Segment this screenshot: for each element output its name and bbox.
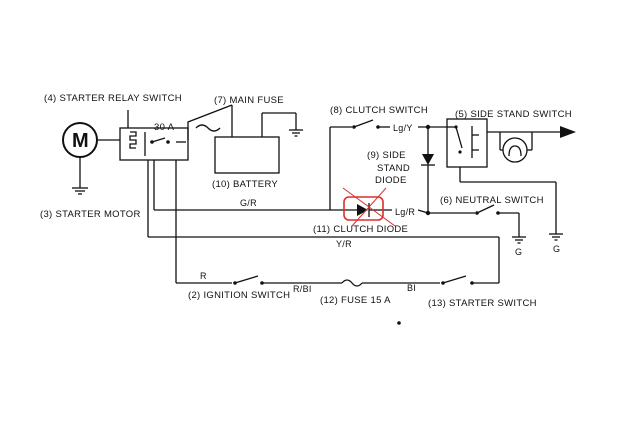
motor-symbol: M [72,130,89,152]
label-side-stand-switch: (5) SIDE STAND SWITCH [455,109,572,120]
label-clutch-diode: (11) CLUTCH DIODE [313,224,408,235]
ground-icon [512,236,526,244]
label-neutral-switch: (6) NEUTRAL SWITCH [440,195,544,206]
label-fuse-15a: (12) FUSE 15 A [320,295,391,306]
wire-label-bi: BI [407,283,416,293]
clutch-switch [329,119,447,210]
label-ignition-switch: (2) IGNITION SWITCH [188,290,290,301]
starter-switch [441,237,500,285]
wire-label-lgr: Lg/R [395,207,415,217]
label-starter-relay: (4) STARTER RELAY SWITCH [44,93,182,104]
clutch-diode-highlight [342,187,396,227]
label-starter-motor: (3) STARTER MOTOR [40,209,141,220]
ground-label-g1: G [515,247,522,257]
ground-icon [72,187,88,195]
starter-relay-switch [119,110,189,161]
wire-label-r: R [200,271,207,281]
wire-label-gr: G/R [240,198,257,208]
ground-label-g2: G [553,244,560,254]
stray-mark [397,321,401,325]
battery [214,112,303,174]
label-side-stand-diode-2: STAND [377,163,410,174]
ground-icon [549,233,563,241]
ignition-switch [233,275,342,285]
label-clutch-switch: (8) CLUTCH SWITCH [330,105,428,116]
indicator-lamp-icon [499,132,533,163]
label-side-stand-diode-1: (9) SIDE [367,150,406,161]
label-main-fuse: (7) MAIN FUSE [214,95,284,106]
wire-label-lgy: Lg/Y [393,123,413,133]
fuse-15a [341,279,440,287]
label-starter-switch: (13) STARTER SWITCH [428,298,537,309]
label-fuse-30a: 30 A [154,122,175,133]
wire-label-rbi: R/BI [293,284,312,294]
main-fuse [187,104,233,140]
starter-motor: M [62,122,120,195]
ground-icon [289,129,303,137]
wire-label-yr: Y/R [336,239,352,249]
neutral-switch [425,204,526,244]
label-battery: (10) BATTERY [212,179,278,190]
label-side-stand-diode-3: DIODE [375,175,407,186]
side-stand-switch [446,118,576,241]
side-stand-diode [421,127,435,213]
